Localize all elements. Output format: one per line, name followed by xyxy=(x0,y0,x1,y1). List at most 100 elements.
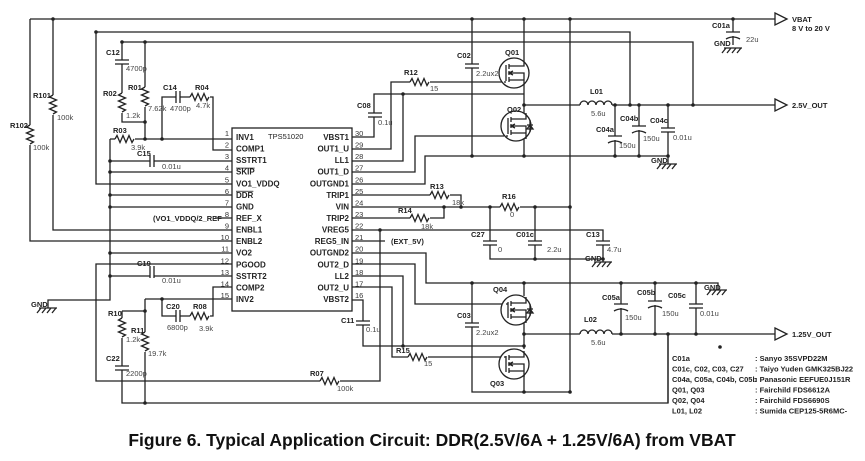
pin-trip2: TRIP2 xyxy=(326,214,349,223)
component-value: 1.2k xyxy=(126,111,140,120)
pin-number: 28 xyxy=(355,152,363,161)
pin-ref_x: REF_X xyxy=(236,214,262,223)
junction-dot xyxy=(666,154,670,158)
component-ref: C20 xyxy=(166,302,180,311)
junction-dot xyxy=(143,40,147,44)
bom-vendor: : Taiyo Yuden GMK325BJ22 xyxy=(755,365,853,374)
pin-number: 19 xyxy=(355,256,363,265)
component-ref: R03 xyxy=(113,126,127,135)
ground-icon: GND xyxy=(714,39,742,54)
ground-icon: GND xyxy=(651,156,677,170)
pin-sstrt1: SSTRT1 xyxy=(236,156,267,165)
junction-dot xyxy=(522,344,526,348)
inductor-icon xyxy=(579,100,613,106)
wire xyxy=(47,139,111,308)
mask xyxy=(176,91,180,103)
junction-dot xyxy=(522,332,526,336)
capacitor-c13: C13 4.7u xyxy=(586,230,622,254)
pin-inv1: INV1 xyxy=(236,133,254,142)
component-value: 150u xyxy=(619,141,636,150)
mosfet-glyph xyxy=(507,297,527,323)
pin-number: 29 xyxy=(355,141,363,150)
wire xyxy=(352,155,669,185)
pin-ddr: DDR xyxy=(236,191,254,200)
junction-dot xyxy=(108,170,112,174)
junction-dot xyxy=(488,205,492,209)
component-value: 0.1u xyxy=(378,118,393,127)
bom-parts: C01c, C02, C03, C27 xyxy=(672,365,744,374)
component-value: 2200p xyxy=(126,369,147,378)
transistor-ref: Q02 xyxy=(507,105,521,114)
component-value: 0.01u xyxy=(700,309,719,318)
transistor-ref: Q03 xyxy=(490,379,504,388)
wire xyxy=(352,252,719,290)
resistor-icon xyxy=(409,212,430,224)
junction-dot xyxy=(143,401,147,405)
component-value: 2.2ux2 xyxy=(476,69,499,78)
inductor-icon xyxy=(579,329,613,335)
vbat-label: VBAT xyxy=(792,15,812,24)
component-ref: R14 xyxy=(398,206,413,215)
junction-dot xyxy=(143,137,147,141)
mask xyxy=(465,323,479,327)
component-ref: C03 xyxy=(457,311,471,320)
component-ref: R13 xyxy=(430,182,444,191)
component-value: 2.2u xyxy=(547,245,562,254)
mask xyxy=(465,64,479,68)
mask xyxy=(596,241,610,245)
junction-dot xyxy=(143,120,147,124)
component-value: 22u xyxy=(746,35,759,44)
capacitor-c02: C02 2.2ux2 xyxy=(457,51,499,78)
pin-number: 2 xyxy=(225,141,229,150)
ref-x-label: (VO1_VDDQ/2_REF xyxy=(153,214,222,223)
component-value: 1.2k xyxy=(126,335,140,344)
wire xyxy=(95,230,381,382)
junction-dot xyxy=(522,281,526,285)
out1-label: 2.5V_OUT xyxy=(792,101,828,110)
component-value: 4.7u xyxy=(607,245,622,254)
pin-number: 3 xyxy=(225,152,229,161)
wire xyxy=(352,286,504,358)
bom-parts: C01a xyxy=(672,354,691,363)
mosfet-q01: Q01 xyxy=(498,48,530,89)
pin-reg5_in: REG5_IN xyxy=(315,237,349,246)
pin-outgnd1: OUTGND1 xyxy=(310,179,350,188)
pin-skip: SKIP xyxy=(236,168,255,177)
junction-dot xyxy=(637,103,641,107)
junction-dot xyxy=(653,332,657,336)
pin-trip1: TRIP1 xyxy=(326,191,349,200)
component-ref: C14 xyxy=(163,83,178,92)
wire xyxy=(122,41,694,105)
component-ref: C02 xyxy=(457,51,471,60)
junction-dot xyxy=(522,17,526,21)
pin-number: 4 xyxy=(225,164,229,173)
component-value: 6800p xyxy=(167,323,188,332)
pin-out2_u: OUT2_U xyxy=(317,283,349,292)
resistor-icon xyxy=(409,76,430,88)
pin-number: 25 xyxy=(355,187,363,196)
component-value: 0 xyxy=(510,210,514,219)
junction-dot xyxy=(470,281,474,285)
component-ref: C11 xyxy=(341,316,354,325)
polarized-capacitor-icon xyxy=(725,31,741,40)
resistor-icon xyxy=(24,124,36,145)
junction-dot xyxy=(108,193,112,197)
resistor-icon xyxy=(429,189,450,201)
junction-dot xyxy=(522,154,526,158)
pin-number: 18 xyxy=(355,268,363,277)
component-ref: C04a xyxy=(596,125,615,134)
bom-row: L01, L02: Sumida CEP125-5R6MC- xyxy=(672,407,848,416)
pin-number: 17 xyxy=(355,279,363,288)
capacitor-icon xyxy=(115,59,129,65)
component-ref: C13 xyxy=(586,230,600,239)
